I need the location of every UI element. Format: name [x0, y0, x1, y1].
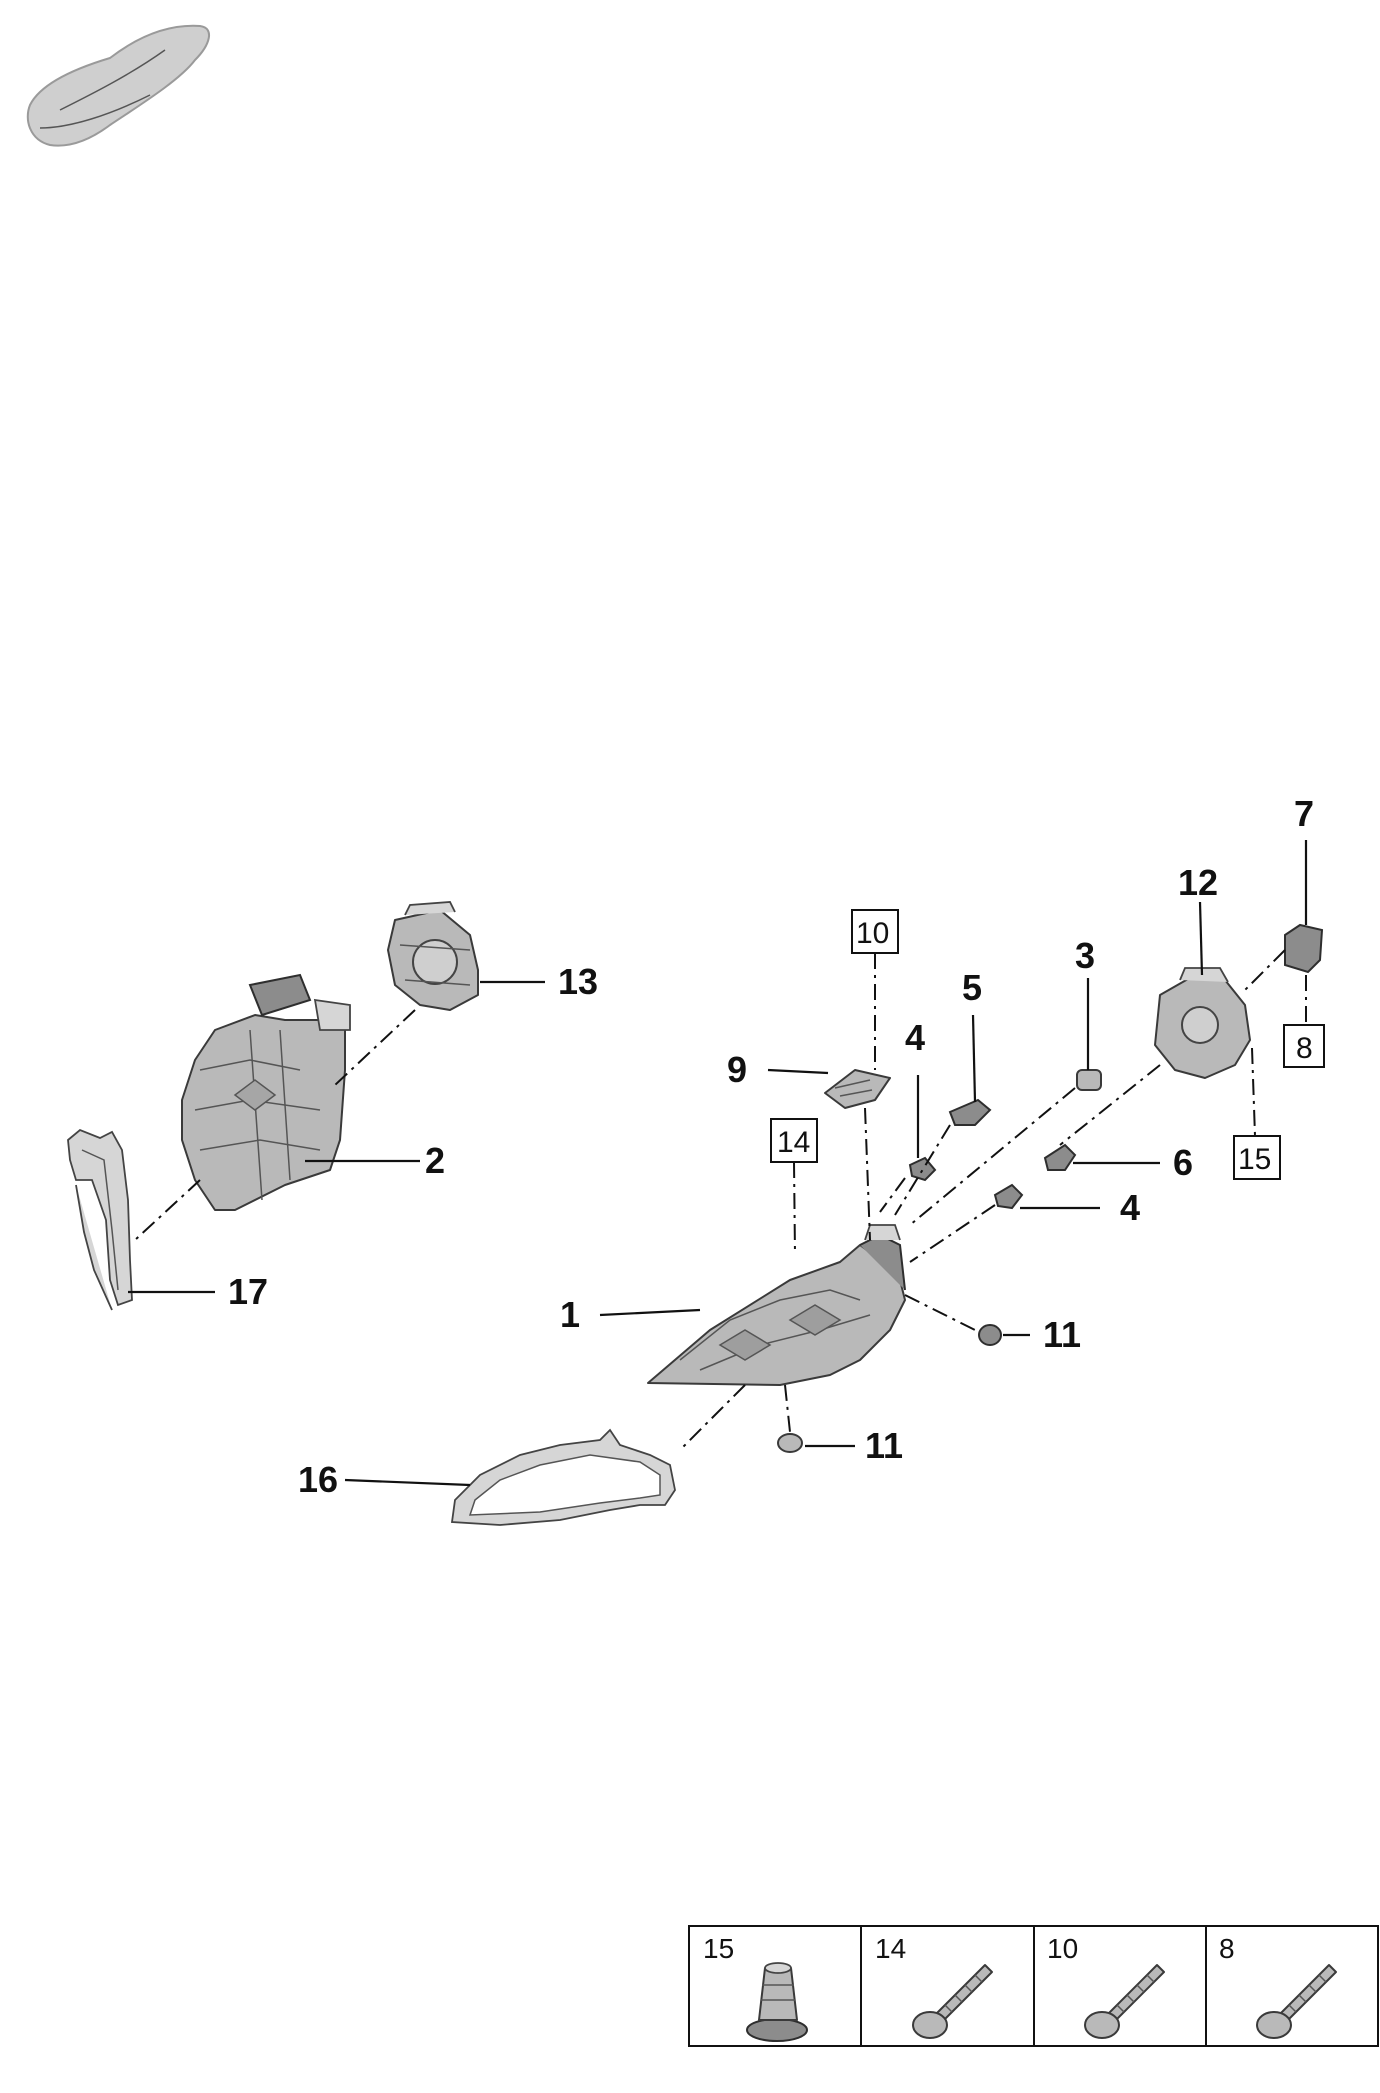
callout-13: 13: [558, 961, 598, 1002]
part-4-connector-upper: [908, 1156, 937, 1182]
callout-5: 5: [962, 967, 982, 1008]
part-17-bracket: [67, 1128, 133, 1311]
callout-17: 17: [228, 1271, 268, 1312]
callout-1: 1: [560, 1294, 580, 1335]
ref-box-8: [1283, 1024, 1325, 1068]
callout-6: 6: [1173, 1142, 1193, 1183]
callout-9: 9: [727, 1049, 747, 1090]
part-6-clip: [1043, 1143, 1077, 1171]
callout-11-lower: 11: [865, 1425, 903, 1466]
table-cell-14-label: 14: [875, 1933, 906, 1964]
table-cell-10-label: 10: [1047, 1933, 1078, 1964]
part-11-cap-right: [978, 1324, 1002, 1346]
callout-16: 16: [298, 1459, 338, 1500]
part-3-motor: [1076, 1069, 1102, 1091]
callout-4-upper: 4: [905, 1017, 925, 1058]
ref-14: 14: [777, 1126, 810, 1159]
ref-box-15: [1233, 1135, 1281, 1180]
part-9-led-module: [824, 1069, 891, 1109]
callout-3: 3: [1075, 935, 1095, 976]
ref-15: 15: [1238, 1143, 1271, 1176]
part-5-module: [948, 1098, 992, 1126]
ref-10: 10: [856, 917, 889, 950]
ref-8: 8: [1296, 1032, 1313, 1065]
screw-icon: [1256, 1964, 1337, 2039]
table-cell-15-label: 15: [703, 1933, 734, 1964]
part-13-mounting-bracket: [387, 901, 479, 1011]
callout-2: 2: [425, 1140, 445, 1181]
fastener-table: 15 14 10 8: [688, 1925, 1379, 2047]
part-12-housing-module: [1154, 967, 1251, 1079]
part-11-cap-lower: [777, 1433, 803, 1453]
callout-4-lower: 4: [1120, 1187, 1140, 1228]
part-4-connector-lower: [993, 1183, 1024, 1210]
callout-12: 12: [1178, 862, 1218, 903]
screw-icon: [1084, 1964, 1165, 2039]
part-16-trim-ring: [450, 1428, 676, 1526]
car-silhouette-icon: [26, 24, 210, 147]
table-cell-8-label: 8: [1219, 1933, 1235, 1964]
callout-7: 7: [1294, 793, 1314, 834]
callout-11-right: 11: [1043, 1314, 1081, 1355]
part-7-control-unit: [1284, 923, 1324, 974]
part-1-headlight: [647, 1224, 906, 1386]
screw-icon: [912, 1964, 993, 2039]
rivet-nut-icon: [746, 1962, 808, 2042]
part-2-headlight-housing: [181, 973, 351, 1211]
